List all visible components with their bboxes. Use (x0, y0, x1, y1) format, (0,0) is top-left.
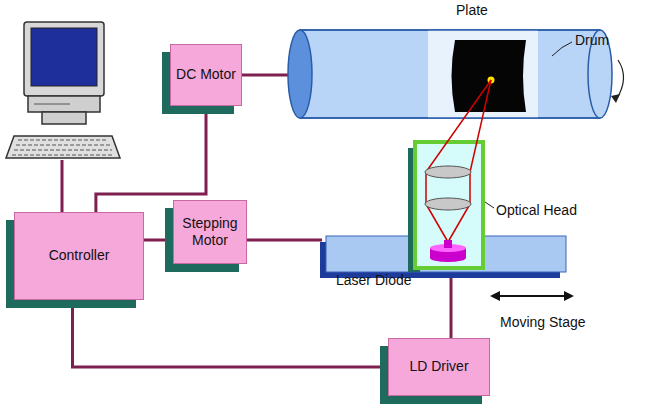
plate (452, 40, 527, 112)
box-label: LD Driver (409, 358, 468, 376)
process-box: Controller (14, 212, 144, 300)
box-label: Stepping Motor (178, 215, 242, 250)
process-box: LD Driver (388, 338, 490, 396)
connector (144, 240, 173, 241)
part-label: Plate (456, 2, 488, 18)
drum (288, 30, 624, 118)
box-label: DC Motor (176, 66, 236, 84)
connector (96, 106, 206, 212)
part-label: Laser Diode (336, 272, 412, 288)
connector (73, 300, 389, 367)
box-label: Controller (49, 247, 110, 265)
process-box: DC Motor (170, 44, 242, 106)
part-label: Moving Stage (500, 314, 586, 330)
process-box: Stepping Motor (173, 200, 247, 264)
part-label: Drum (575, 32, 609, 48)
computer-icon (6, 22, 120, 158)
motion-arrow (490, 291, 574, 301)
part-label: Optical Head (496, 202, 577, 218)
optical-head (408, 80, 491, 272)
